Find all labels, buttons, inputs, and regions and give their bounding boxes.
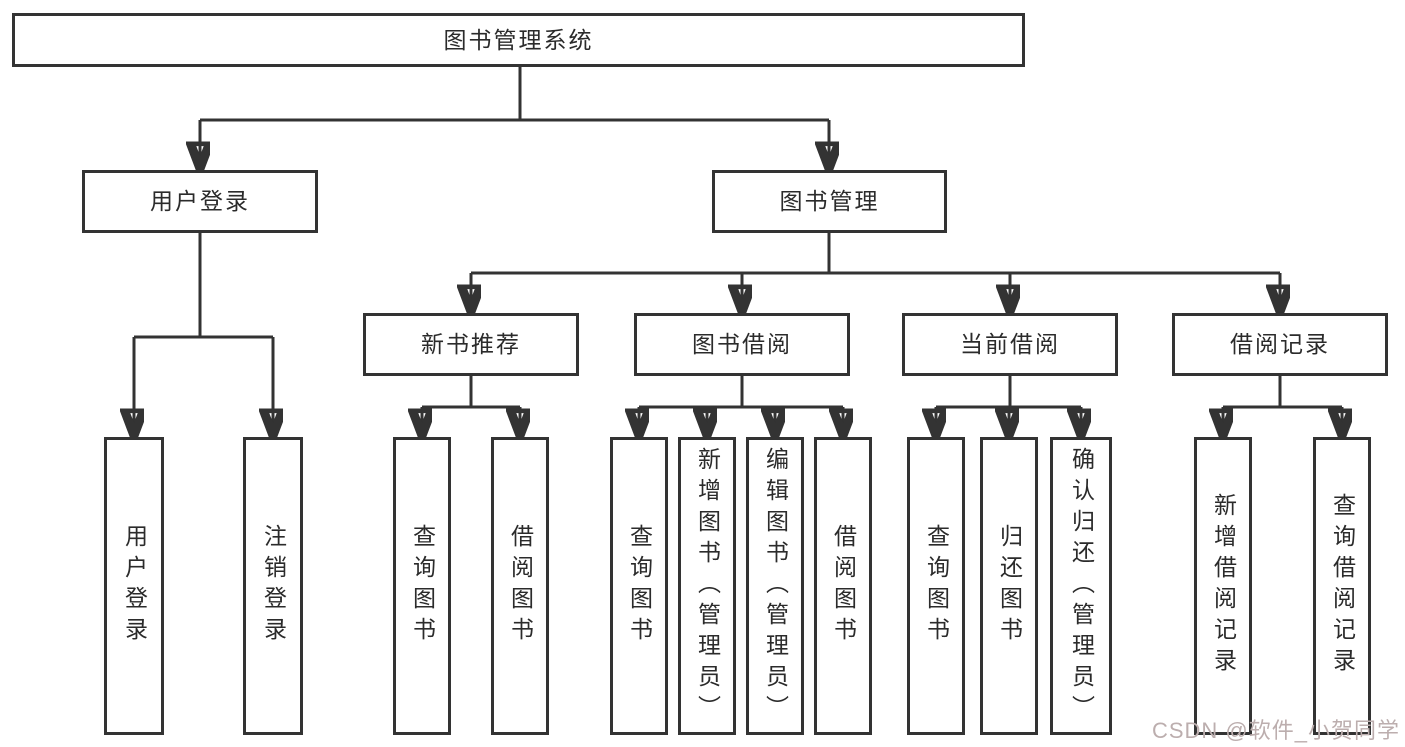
node-book-borrowing: 图书借阅: [634, 313, 850, 376]
leaf-record-query-borrow-record: 查询借阅记录: [1313, 437, 1371, 735]
leaf-current-return-books: 归还图书: [980, 437, 1038, 735]
connector-trunks: [134, 67, 1342, 409]
node-current-borrowing: 当前借阅: [902, 313, 1118, 376]
leaf-record-add-borrow-record: 新增借阅记录: [1194, 437, 1252, 735]
leaf-borrow-add-books-admin: 新增图书（管理员）: [678, 437, 736, 735]
leaf-borrow-borrow-books: 借阅图书: [814, 437, 872, 735]
node-new-book-recommendation: 新书推荐: [363, 313, 579, 376]
leaf-borrow-edit-books-admin: 编辑图书（管理员）: [746, 437, 804, 735]
leaf-current-confirm-return-admin: 确认归还（管理员）: [1050, 437, 1112, 735]
node-library-management-system: 图书管理系统: [12, 13, 1025, 67]
leaf-newbook-query-books: 查询图书: [393, 437, 451, 735]
node-user-login: 用户登录: [82, 170, 318, 233]
node-book-management: 图书管理: [712, 170, 947, 233]
leaf-newbook-borrow-books: 借阅图书: [491, 437, 549, 735]
connector-arrows: [134, 120, 1342, 435]
csdn-watermark: CSDN @软件_小贺同学: [1151, 718, 1400, 743]
leaf-current-query-books: 查询图书: [907, 437, 965, 735]
leaf-user-login: 用户登录: [104, 437, 164, 735]
leaf-logout: 注销登录: [243, 437, 303, 735]
leaf-borrow-query-books: 查询图书: [610, 437, 668, 735]
node-borrowing-records: 借阅记录: [1172, 313, 1388, 376]
